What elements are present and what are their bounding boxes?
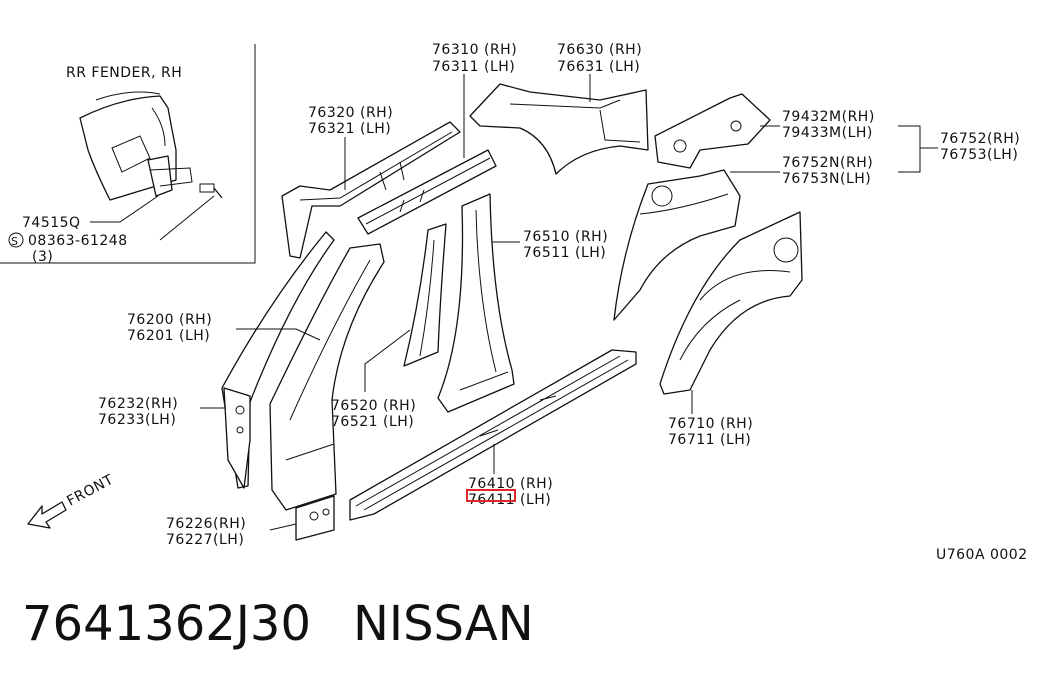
caption: 7641362J30 NISSAN (22, 596, 576, 652)
label-76311: 76311 (LH) (432, 59, 515, 75)
part-76310-roof-rail: 76310 (RH) 76311 (LH) (357, 42, 517, 235)
label-bolt-qty: (3) (32, 249, 53, 265)
label-08363-61248: 08363-61248 (28, 233, 128, 249)
caption-part-number: 7641362J30 (22, 596, 312, 652)
label-76710: 76710 (RH) (668, 416, 753, 432)
inset-rr-fender: RR FENDER, RH 74515Q S 08363-61248 (3) (0, 44, 256, 265)
part-76226-gusset: 76226(RH) 76227(LH) (166, 495, 335, 548)
highlight-box (466, 489, 516, 502)
label-76521: 76521 (LH) (331, 414, 414, 430)
label-76511: 76511 (LH) (523, 245, 606, 261)
label-76630: 76630 (RH) (557, 42, 642, 58)
symbol-s-circle (8, 232, 24, 248)
part-76200-front-pillar: 76200 (RH) 76201 (LH) (127, 231, 385, 511)
label-76201: 76201 (LH) (127, 328, 210, 344)
group-bracket-76752: 76752(RH) 76753(LH) (898, 125, 1020, 173)
label-76226: 76226(RH) (166, 516, 246, 532)
label-76321: 76321 (LH) (308, 121, 391, 137)
part-76320-upper-rail: 76320 (RH) 76321 (LH) (281, 105, 461, 259)
clip-74515q (147, 155, 173, 197)
part-76510-center-pillar: 76510 (RH) 76511 (LH) (437, 193, 608, 413)
label-79433m: 79433M(LH) (782, 125, 873, 141)
caption-brand: NISSAN (353, 596, 534, 652)
label-76752: 76752(RH) (940, 131, 1020, 147)
label-76233: 76233(LH) (98, 412, 176, 428)
label-76520: 76520 (RH) (331, 398, 416, 414)
front-arrow-icon (27, 501, 67, 529)
label-76753: 76753(LH) (940, 147, 1018, 163)
label-74515q: 74515Q (22, 215, 81, 231)
diagram-code: U760A 0002 (936, 547, 1028, 563)
part-76232-hinge-pillar: 76232(RH) 76233(LH) (98, 387, 251, 489)
label-76510: 76510 (RH) (523, 229, 608, 245)
label-79432m: 79432M(RH) (782, 109, 875, 125)
label-76200: 76200 (RH) (127, 312, 212, 328)
label-76631: 76631 (LH) (557, 59, 640, 75)
label-76227: 76227(LH) (166, 532, 244, 548)
front-direction-indicator: FRONT (27, 472, 116, 529)
label-76753n: 76753N(LH) (782, 171, 871, 187)
inset-title: RR FENDER, RH (66, 65, 182, 81)
part-76710-wheelhouse: 76710 (RH) 76711 (LH) (659, 211, 803, 448)
front-label: FRONT (64, 472, 116, 510)
part-76520-pillar-inner: 76520 (RH) 76521 (LH) (331, 223, 447, 430)
part-76752n-inner: 76752N(RH) 76753N(LH) (613, 155, 873, 321)
label-76410: 76410 (RH) (468, 476, 553, 492)
part-79432m-bracket: 79432M(RH) 79433M(LH) (654, 93, 875, 169)
label-76711: 76711 (LH) (668, 432, 751, 448)
part-76630-quarter-upper: 76630 (RH) 76631 (LH) (469, 42, 649, 175)
label-76232: 76232(RH) (98, 396, 178, 412)
label-76752n: 76752N(RH) (782, 155, 873, 171)
bolt-symbol: S (11, 235, 18, 248)
label-76310: 76310 (RH) (432, 42, 517, 58)
part-76410-sill: 76410 (RH) 76411 (LH) (349, 349, 637, 521)
bolt-icon (199, 183, 223, 199)
label-76320: 76320 (RH) (308, 105, 393, 121)
